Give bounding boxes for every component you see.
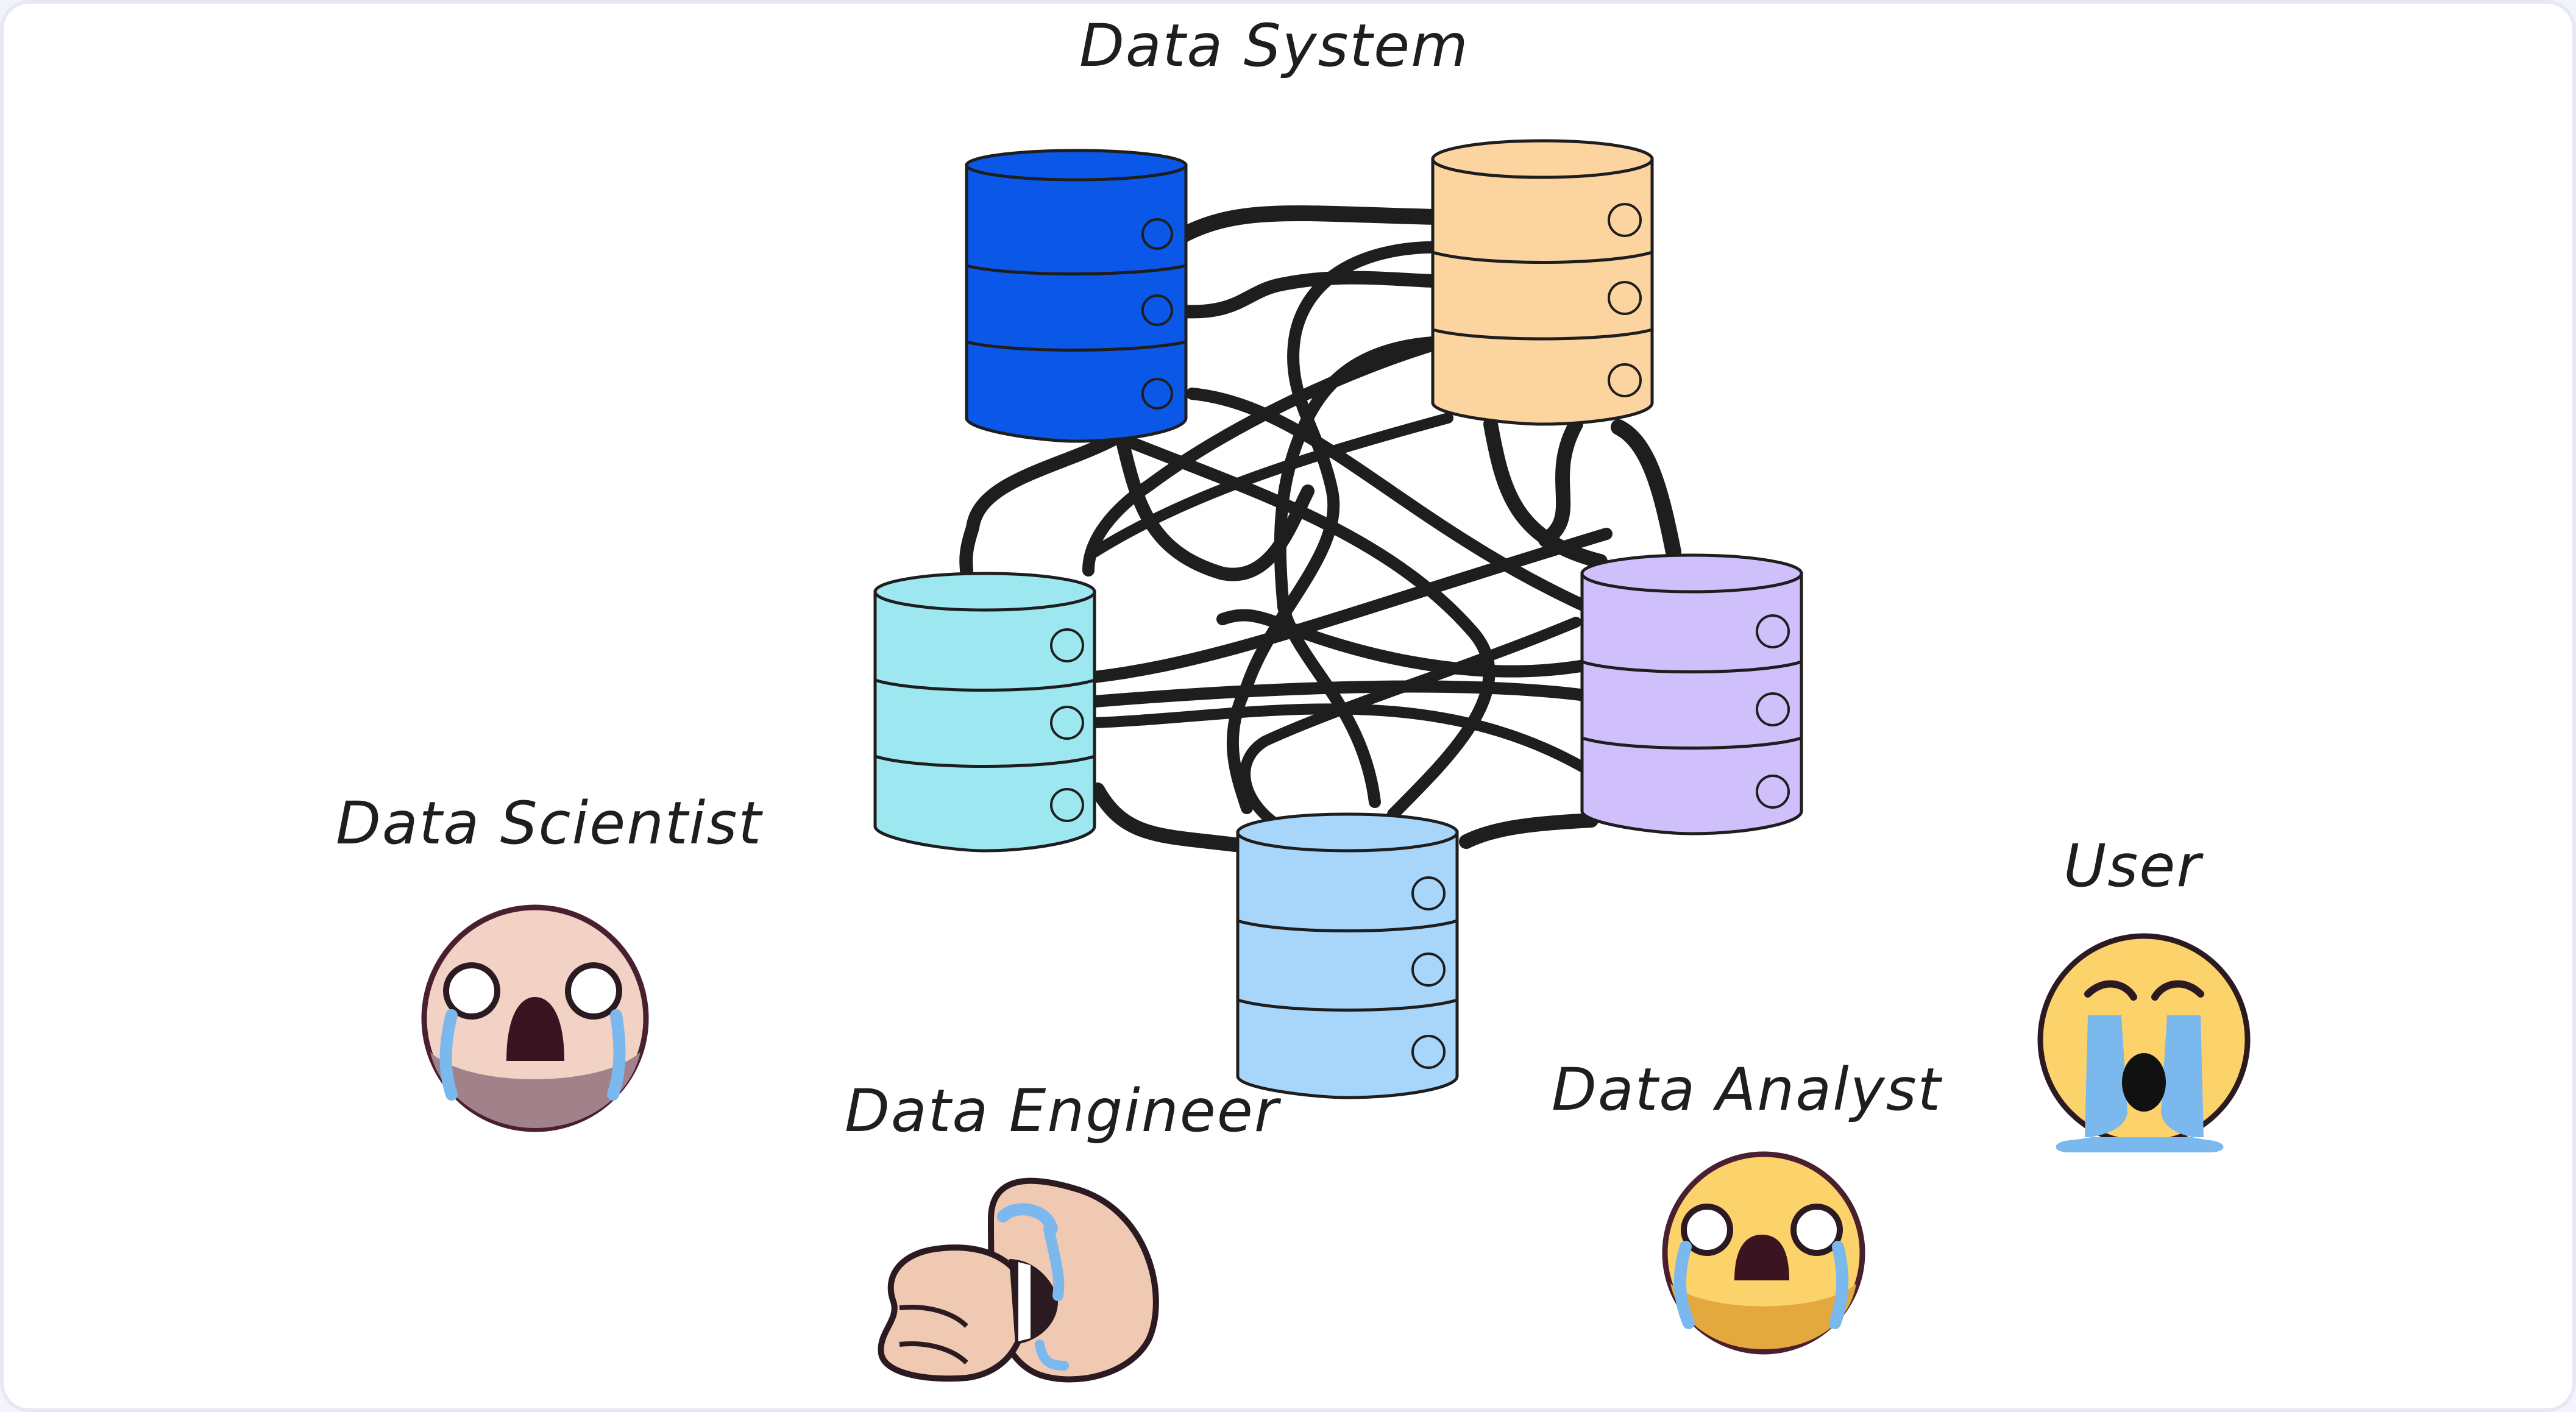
link-purple-lightblue (1459, 813, 1598, 849)
db-top (873, 572, 1096, 612)
db-divider (966, 340, 1187, 352)
data-engineer-label: Data Engineer (845, 1077, 1282, 1145)
db-divider (1581, 660, 1802, 673)
db-divider (966, 264, 1187, 275)
db-body (1580, 572, 1803, 835)
data-analyst-label: Data Analyst (1552, 1055, 1943, 1124)
db-indicator (1608, 203, 1642, 237)
db-divider (1432, 328, 1653, 341)
title-label: Data System (1079, 12, 1469, 80)
link-blue-orange-mid (1176, 271, 1442, 319)
link-cyan-purple-b (1088, 680, 1591, 708)
loudly-crying-face-icon (2037, 933, 2251, 1152)
db-indicator (1756, 692, 1790, 726)
crying-face-icon (1662, 1151, 1865, 1355)
db-indicator (1411, 1035, 1446, 1069)
connection-lines (959, 205, 1681, 852)
database-lightblue (1236, 812, 1459, 1099)
db-indicator (1050, 628, 1084, 662)
link-blue-purple (1186, 388, 1606, 619)
link-orange-cyan-b (1089, 413, 1453, 558)
db-indicator (1411, 876, 1446, 910)
link-orange-lightblue (1274, 336, 1448, 808)
db-indicator (1411, 953, 1446, 987)
db-body (873, 590, 1096, 853)
db-indicator (1141, 378, 1173, 410)
db-indicator (1756, 614, 1790, 648)
link-blue-orange-top (1175, 205, 1444, 243)
link-purple-cyan-d (1216, 609, 1594, 678)
database-blue (965, 149, 1188, 443)
link-cyan-lightblue (1090, 782, 1242, 852)
database-orange (1431, 139, 1654, 426)
crying-face-icon (421, 904, 649, 1132)
db-body (1431, 157, 1654, 426)
link-orange-cyan-a (1082, 333, 1460, 577)
link-orange-purple-c (1611, 419, 1681, 560)
db-indicator (1141, 294, 1173, 326)
db-divider (1581, 736, 1802, 750)
db-divider (1237, 919, 1458, 932)
fallen-crying-face-icon (878, 1177, 1159, 1383)
db-indicator (1756, 775, 1790, 809)
diagram: Data System (336, 12, 2251, 1383)
db-divider (875, 754, 1095, 768)
link-orange-lightblue-c (1240, 617, 1581, 826)
db-top (1431, 139, 1654, 179)
data-scientist-label: Data Scientist (336, 789, 763, 857)
user-label: User (2063, 832, 2204, 900)
database-purple (1580, 553, 1803, 835)
db-indicator (1608, 363, 1642, 397)
db-body (1236, 831, 1459, 1099)
link-blue-cyan (959, 430, 1126, 577)
db-top (1580, 553, 1803, 594)
db-indicator (1141, 218, 1173, 250)
db-top (965, 149, 1188, 182)
db-top (1236, 812, 1459, 853)
link-orange-purple-b (1538, 417, 1583, 547)
db-divider (1237, 998, 1458, 1012)
db-divider (1432, 250, 1653, 264)
db-divider (875, 678, 1095, 692)
db-body (965, 163, 1188, 443)
db-indicator (1608, 281, 1642, 315)
link-orange-purple-a (1483, 417, 1608, 569)
db-indicator (1050, 788, 1084, 822)
db-indicator (1050, 706, 1084, 740)
database-cyan (873, 572, 1096, 853)
